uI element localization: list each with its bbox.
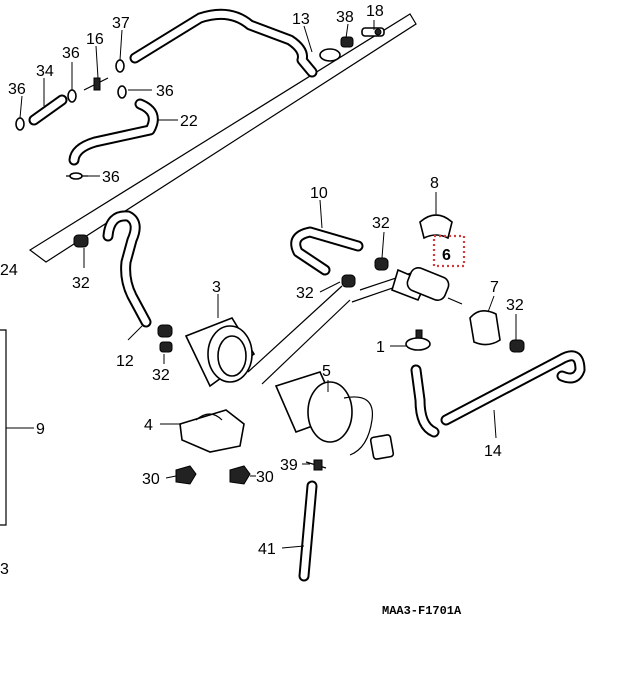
tube-34[interactable] xyxy=(28,94,68,126)
callout-37: 37 xyxy=(112,15,130,32)
clip-39[interactable] xyxy=(305,459,327,471)
clamp-32-hose10-right[interactable] xyxy=(374,257,389,271)
callout-8: 8 xyxy=(430,175,439,192)
nut-30-right[interactable] xyxy=(229,465,251,485)
hose-12[interactable] xyxy=(102,210,152,328)
callout-16: 16 xyxy=(86,31,104,48)
fitting-18[interactable] xyxy=(361,27,385,37)
callout-41: 41 xyxy=(258,541,276,558)
callout-22: 22 xyxy=(180,113,198,130)
callout-10: 10 xyxy=(310,185,328,202)
hose-14[interactable] xyxy=(410,350,586,438)
callout-36-c: 36 xyxy=(156,83,174,100)
clamp-32-hose12-bottom[interactable] xyxy=(157,324,173,353)
clamp-32-hose12-top[interactable] xyxy=(73,234,89,248)
part-6-highlight xyxy=(432,234,466,268)
callout-38: 38 xyxy=(336,9,354,26)
callout-4: 4 xyxy=(144,417,153,434)
side-panel-frame xyxy=(0,329,34,526)
tube-41[interactable] xyxy=(298,480,318,582)
leader-lines xyxy=(19,20,517,549)
hose-13[interactable] xyxy=(129,8,341,78)
hose-10[interactable] xyxy=(290,226,364,276)
callout-32-e: 32 xyxy=(152,367,170,384)
clamp-32-right[interactable] xyxy=(509,339,525,353)
callout-6: 6 xyxy=(442,247,451,264)
clip-37[interactable] xyxy=(115,59,125,73)
callout-5: 5 xyxy=(322,363,331,380)
callout-3-b: 3 xyxy=(0,561,9,578)
upper-assembly-outline xyxy=(28,13,417,263)
fuel-pump-5[interactable] xyxy=(274,371,395,460)
callout-30-a: 30 xyxy=(142,471,160,488)
callout-7: 7 xyxy=(490,279,499,296)
callout-9: 9 xyxy=(36,421,45,438)
bolt-1[interactable] xyxy=(405,329,431,351)
callout-14: 14 xyxy=(484,443,502,460)
rubber-mount-3[interactable] xyxy=(184,317,256,388)
callout-24: 24 xyxy=(0,262,18,279)
cap-8[interactable] xyxy=(419,214,453,240)
callout-3: 3 xyxy=(212,279,221,296)
callout-36-a: 36 xyxy=(62,45,80,62)
bracket-4[interactable] xyxy=(179,409,245,453)
callout-32-c: 32 xyxy=(296,285,314,302)
clip-36-left[interactable] xyxy=(15,117,25,131)
callout-36-d: 36 xyxy=(102,169,120,186)
clip-36-upper[interactable] xyxy=(117,85,127,99)
callout-32-a: 32 xyxy=(372,215,390,232)
callout-18: 18 xyxy=(366,3,384,20)
clip-36-mid[interactable] xyxy=(67,89,77,103)
callout-12: 12 xyxy=(116,353,134,370)
clip-36-lower[interactable] xyxy=(66,172,88,180)
callout-13: 13 xyxy=(292,11,310,28)
clamp-32-hose10-left[interactable] xyxy=(341,274,356,288)
callout-1: 1 xyxy=(376,339,385,356)
hose-22[interactable] xyxy=(68,98,159,166)
callout-32-b: 32 xyxy=(72,275,90,292)
callout-34: 34 xyxy=(36,63,54,80)
callout-36-b: 36 xyxy=(8,81,26,98)
callout-labels: 37 16 36 34 36 13 38 18 36 22 36 10 8 32… xyxy=(0,3,524,578)
diagram-code: MAA3-F1701A xyxy=(382,604,462,618)
nut-30-left[interactable] xyxy=(175,465,197,485)
fuel-filter-6[interactable] xyxy=(391,265,463,305)
callout-30-b: 30 xyxy=(256,469,274,486)
callout-32-d: 32 xyxy=(506,297,524,314)
callout-39: 39 xyxy=(280,457,298,474)
clamp-7[interactable] xyxy=(469,310,501,346)
joint-16[interactable] xyxy=(83,77,109,91)
clamp-38[interactable] xyxy=(340,36,354,48)
